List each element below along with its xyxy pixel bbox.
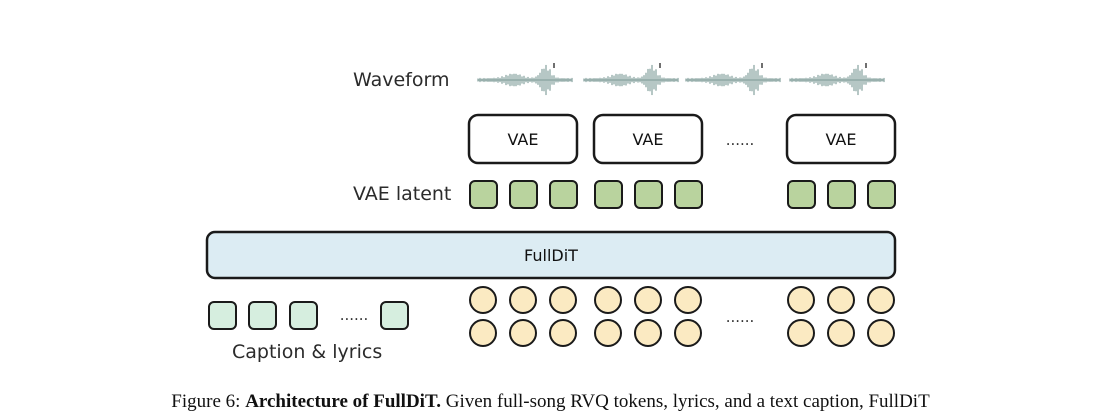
rvq-token [867, 286, 895, 314]
vae-latent-label: VAE latent [353, 183, 451, 205]
caption-token [289, 301, 318, 330]
rvq-token [787, 286, 815, 314]
caption-lyrics-label: Caption & lyrics [232, 341, 382, 363]
rvq-token [594, 286, 622, 314]
waveform-icon [685, 63, 781, 96]
caption-token-group [208, 301, 409, 330]
vae-latent-token [549, 180, 578, 209]
rvq-token-group [469, 286, 895, 347]
rvq-token [469, 286, 497, 314]
waveform-icon [789, 63, 885, 96]
vae-latent-token [867, 180, 896, 209]
waveform-group [477, 63, 885, 96]
caption-token [248, 301, 277, 330]
caption-token-ellipsis: ...... [340, 306, 369, 324]
vae-latent-token [827, 180, 856, 209]
vae-latent-token [509, 180, 538, 209]
rvq-token [827, 286, 855, 314]
waveform-label: Waveform [353, 69, 449, 91]
rvq-token [674, 319, 702, 347]
waveform-icon [477, 63, 573, 96]
rvq-token [827, 319, 855, 347]
vae-latent-token [634, 180, 663, 209]
vae-box-label: VAE [508, 130, 539, 149]
vae-latent-token [594, 180, 623, 209]
waveform-icon [583, 63, 679, 96]
vae-box: VAE [467, 113, 579, 165]
vae-latent-token [674, 180, 703, 209]
rvq-token [867, 319, 895, 347]
caption-prefix: Figure 6: [171, 391, 246, 412]
caption-token [208, 301, 237, 330]
rvq-token [549, 286, 577, 314]
rvq-token [509, 286, 537, 314]
vae-box-label: VAE [633, 130, 664, 149]
rvq-token [674, 286, 702, 314]
fulldit-label: FullDiT [524, 246, 578, 265]
figure-caption: Figure 6: Architecture of FullDiT. Given… [0, 390, 1101, 414]
vae-box-label: VAE [826, 130, 857, 149]
rvq-token [549, 319, 577, 347]
rvq-token [469, 319, 497, 347]
rvq-token [509, 319, 537, 347]
vae-ellipsis: ...... [726, 131, 755, 149]
vae-latent-token [469, 180, 498, 209]
rvq-token [634, 286, 662, 314]
caption-text: Given full-song RVQ tokens, lyrics, and … [440, 391, 930, 412]
caption-title: Architecture of FullDiT. [245, 391, 441, 412]
vae-latent-group [469, 180, 896, 209]
vae-box: VAE [785, 113, 897, 165]
rvq-token [787, 319, 815, 347]
fulldit-block: FullDiT [205, 230, 897, 280]
vae-box: VAE [592, 113, 704, 165]
rvq-token [634, 319, 662, 347]
vae-latent-token [787, 180, 816, 209]
rvq-token [594, 319, 622, 347]
caption-token [380, 301, 409, 330]
rvq-token-ellipsis: ...... [726, 308, 755, 326]
